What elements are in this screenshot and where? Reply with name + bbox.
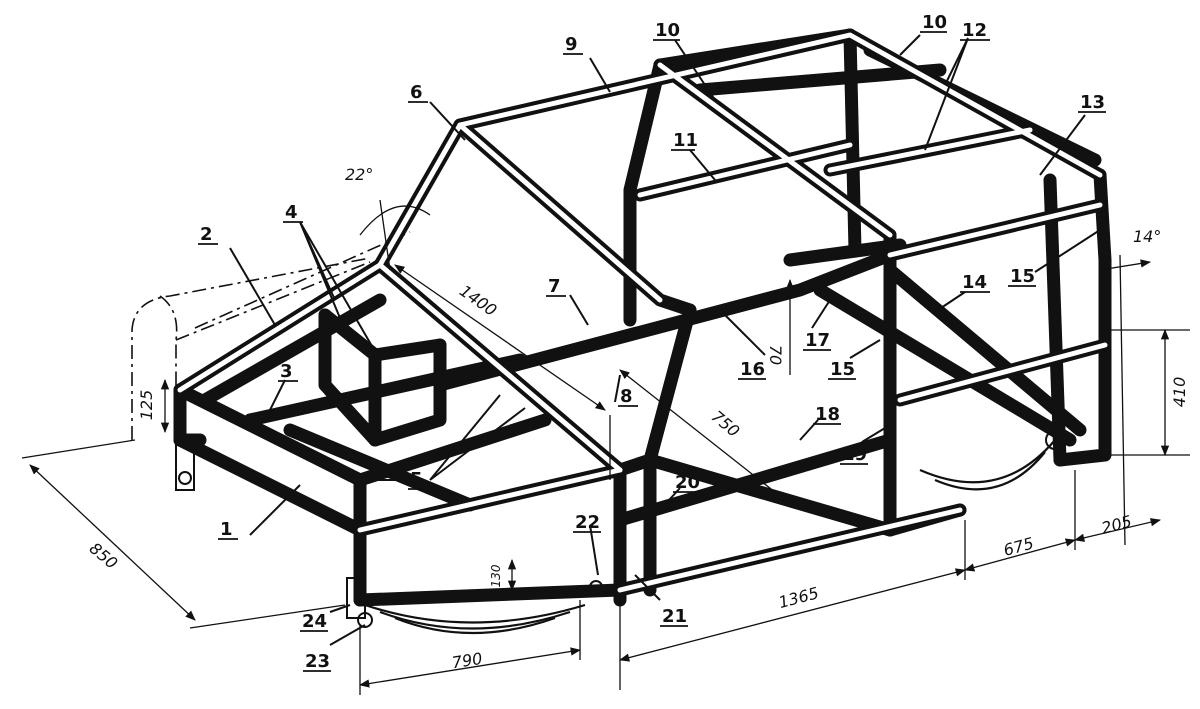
label-15b: 15 (830, 359, 855, 380)
label-8: 8 (620, 386, 633, 407)
label-14: 14 (962, 272, 987, 293)
label-10b: 10 (922, 12, 947, 33)
front-leaf-spring (357, 580, 603, 635)
dim-1400: 1400 (456, 281, 500, 320)
label-3: 3 (280, 361, 293, 382)
label-12: 12 (962, 20, 987, 41)
label-5: 5 (410, 469, 423, 490)
label-11: 11 (673, 130, 698, 151)
label-21: 21 (662, 606, 687, 627)
dim-790: 790 (451, 649, 484, 673)
label-18: 18 (815, 404, 840, 425)
label-24: 24 (302, 611, 327, 632)
dim-675: 675 (1001, 534, 1035, 560)
label-1: 1 (220, 519, 233, 540)
label-leaders (229, 34, 1101, 646)
label-2: 2 (200, 224, 213, 245)
dimension-lines (21, 199, 1190, 695)
tube-highlights (177, 32, 1108, 593)
label-23: 23 (305, 651, 330, 672)
dim-22-angle: 22° (345, 165, 373, 184)
label-6: 6 (410, 82, 423, 103)
dim-205: 205 (1099, 512, 1133, 538)
label-20: 20 (675, 472, 700, 493)
dim-850: 850 (86, 539, 122, 573)
label-7: 7 (548, 276, 561, 297)
label-19: 19 (842, 444, 867, 465)
part-labels: 1 2 3 4 5 6 7 8 9 10 10 11 12 13 14 15 1… (198, 12, 1106, 672)
label-10a: 10 (655, 20, 680, 41)
frame-tubes (173, 28, 1112, 607)
dim-130: 130 (489, 564, 503, 587)
dim-750: 750 (708, 407, 744, 441)
dim-70: 70 (766, 345, 785, 365)
label-22: 22 (575, 512, 600, 533)
label-17: 17 (805, 330, 830, 351)
dim-410: 410 (1170, 377, 1189, 408)
dim-125: 125 (137, 390, 156, 421)
label-16: 16 (740, 359, 765, 380)
dim-1365: 1365 (776, 583, 820, 612)
dim-14-angle: 14° (1133, 227, 1161, 246)
label-4: 4 (285, 202, 298, 223)
label-15a: 15 (1010, 266, 1035, 287)
label-9: 9 (565, 34, 578, 55)
label-13: 13 (1080, 92, 1105, 113)
rear-leaf-spring (919, 430, 1065, 491)
bonnet-outline (131, 231, 411, 440)
